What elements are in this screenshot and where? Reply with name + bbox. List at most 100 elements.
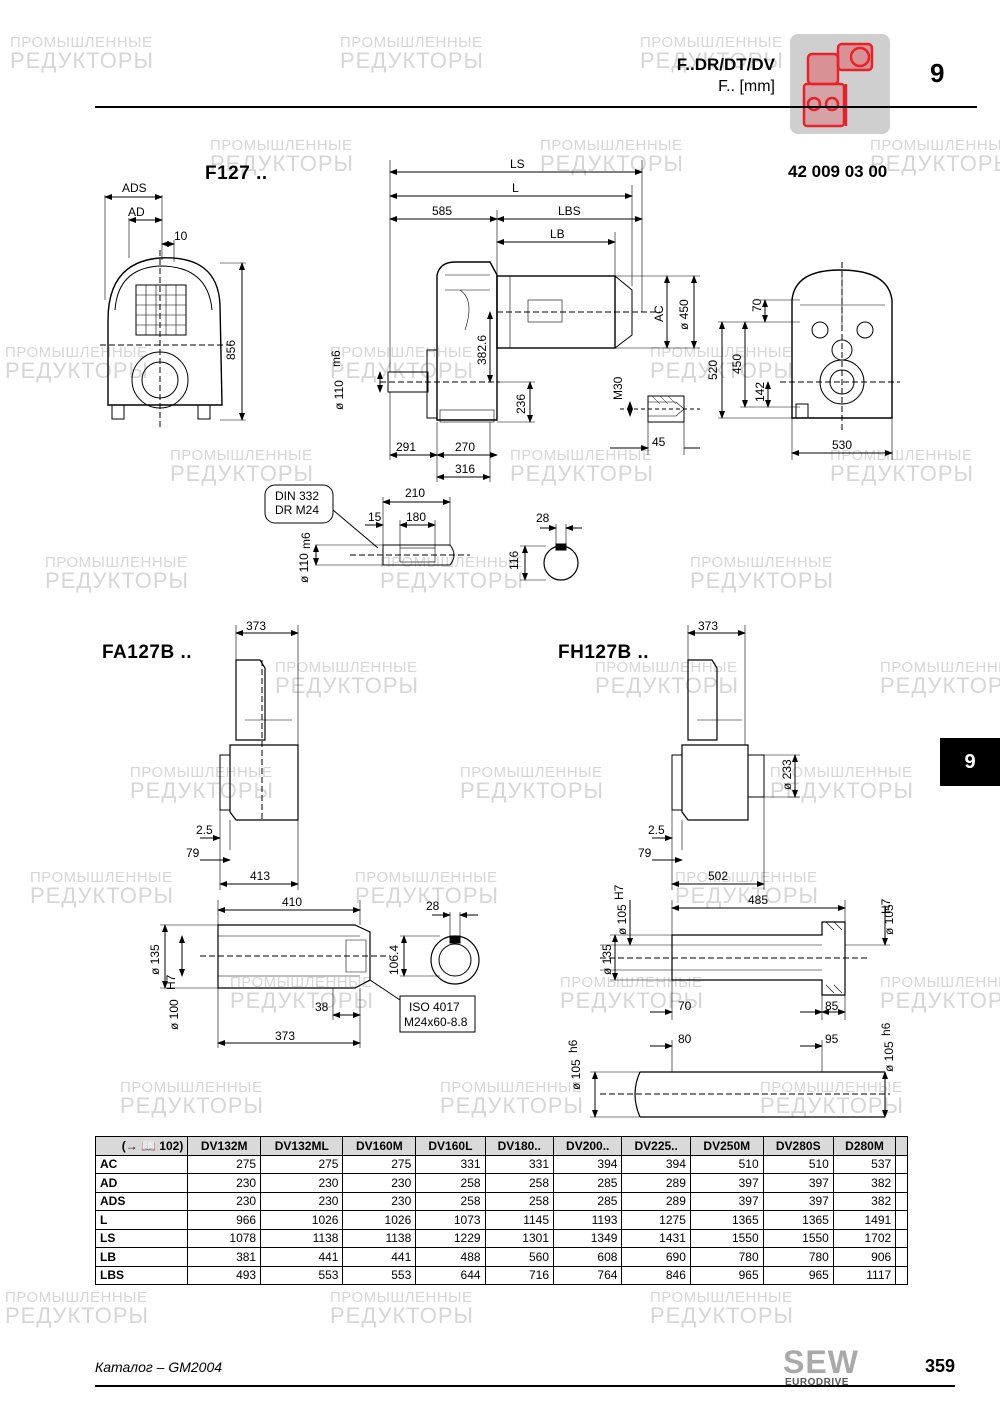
- shaft-detail: [264, 484, 582, 581]
- sew-logo: SEW: [783, 1344, 859, 1380]
- table-cell: 493: [187, 1265, 262, 1285]
- dim-70: 70: [750, 298, 764, 312]
- row-label: L: [94, 1210, 189, 1230]
- dim-45: 45: [652, 435, 666, 449]
- table-cell: 275: [342, 1154, 417, 1174]
- dim-ac: AC: [652, 305, 666, 322]
- table-cell: 397: [762, 1173, 834, 1193]
- table-cell: 1117: [832, 1265, 897, 1285]
- table-ref-cell[interactable]: (→ 📖 102): [94, 1136, 189, 1156]
- dim-28: 28: [536, 511, 550, 525]
- dim-fa-38: 38: [315, 1000, 329, 1014]
- table-cell: 1145: [484, 1210, 555, 1230]
- table-cell: 397: [689, 1191, 764, 1211]
- col-header: DV225..: [621, 1136, 691, 1156]
- dim-110: ø 110: [332, 380, 346, 410]
- row-label: AC: [94, 1154, 189, 1174]
- dim-fh-79: 79: [638, 846, 652, 860]
- table-cell: 1275: [621, 1210, 691, 1230]
- table-cell: 382: [832, 1191, 897, 1211]
- table-cell: 285: [552, 1173, 623, 1193]
- table-cell: 1193: [552, 1210, 623, 1230]
- dim-fh-105b: ø 105: [569, 1059, 583, 1090]
- dim-856: 856: [224, 340, 238, 360]
- table-header-row: (→ 📖 102) DV132M DV132ML DV160M DV160L D…: [94, 1136, 908, 1156]
- table-cell: 394: [552, 1154, 623, 1174]
- dim-fh-2-5: 2.5: [648, 823, 665, 837]
- table-cell-empty: [895, 1191, 908, 1211]
- table-cell: 1026: [342, 1210, 417, 1230]
- dim-450: ø 450: [677, 299, 691, 330]
- col-header: D280M: [832, 1136, 897, 1156]
- dim-fa-410: 410: [282, 895, 302, 909]
- col-header-empty: [895, 1136, 908, 1156]
- table-cell: 331: [484, 1154, 555, 1174]
- table-cell: 510: [689, 1154, 764, 1174]
- header-divider: [95, 106, 977, 108]
- din-label-1: DIN 332: [275, 489, 319, 503]
- header-subtitle: F.. [mm]: [718, 78, 775, 95]
- row-label: AD: [94, 1173, 189, 1193]
- table-cell: 780: [689, 1247, 764, 1267]
- catalog-label: Каталог – GM2004: [95, 1359, 223, 1375]
- footer-divider: [95, 1385, 955, 1387]
- table-cell: 1550: [762, 1228, 834, 1248]
- dim-fh-70: 70: [678, 999, 692, 1013]
- dim-fh-373: 373: [698, 619, 718, 633]
- col-header: DV280S: [762, 1136, 834, 1156]
- dim-m6: m6: [329, 350, 343, 367]
- row-label: LBS: [94, 1265, 189, 1285]
- row-label: LS: [94, 1228, 189, 1248]
- row-label: LB: [94, 1247, 189, 1267]
- dimension-table: (→ 📖 102) DV132M DV132ML DV160M DV160L D…: [94, 1136, 908, 1285]
- table-cell: 537: [832, 1154, 897, 1174]
- table-cell: 1026: [260, 1210, 344, 1230]
- table-cell: 906: [832, 1247, 897, 1267]
- table-cell: 230: [342, 1173, 417, 1193]
- dim-fh-80: 80: [678, 1032, 692, 1046]
- dim-210: 210: [405, 486, 425, 500]
- iso-label-2: M24x60-8.8: [404, 1015, 468, 1029]
- table-cell: 764: [552, 1265, 623, 1285]
- table-cell: 560: [484, 1247, 555, 1267]
- iso-label-1: ISO 4017: [409, 1000, 460, 1014]
- col-header: DV132ML: [260, 1136, 344, 1156]
- table-cell: 258: [484, 1173, 555, 1193]
- table-cell-empty: [895, 1210, 908, 1230]
- dim-10: 10: [174, 229, 188, 243]
- dim-530: 530: [832, 438, 852, 452]
- table-cell: 966: [187, 1210, 262, 1230]
- dim-fa-100: ø 100: [167, 999, 181, 1030]
- f127-rear-view: [718, 262, 900, 460]
- table-cell-empty: [895, 1173, 908, 1193]
- header-title: F..DR/DT/DV: [676, 55, 775, 74]
- drawing-number: 42 009 03 00: [788, 162, 888, 181]
- dim-fh-233: ø 233: [780, 759, 794, 790]
- chapter-tab[interactable]: 9: [940, 738, 1000, 786]
- dim-142: 142: [753, 382, 767, 402]
- table-cell: 1365: [689, 1210, 764, 1230]
- table-cell-empty: [895, 1265, 908, 1285]
- table-cell: 690: [621, 1247, 691, 1267]
- dim-fh-105-right: ø 105: [882, 904, 896, 935]
- table-cell: 275: [187, 1154, 262, 1174]
- dim-450b: 450: [730, 354, 744, 374]
- table-cell: 397: [689, 1173, 764, 1193]
- table-cell: 397: [762, 1191, 834, 1211]
- col-header: DV250M: [689, 1136, 764, 1156]
- table-cell: 258: [415, 1173, 486, 1193]
- table-cell: 846: [621, 1265, 691, 1285]
- model-fa127b: FA127B ..: [102, 642, 193, 663]
- dim-fh-h6a: h6: [566, 1039, 580, 1053]
- dim-fa-373: 373: [246, 619, 266, 633]
- dim-585: 585: [432, 204, 452, 218]
- f127-front-view: [100, 194, 246, 430]
- dim-fa-135: ø 135: [148, 944, 162, 975]
- table-cell: 965: [762, 1265, 834, 1285]
- table-cell: 285: [552, 1191, 623, 1211]
- dim-shaft-m6: m6: [299, 532, 313, 549]
